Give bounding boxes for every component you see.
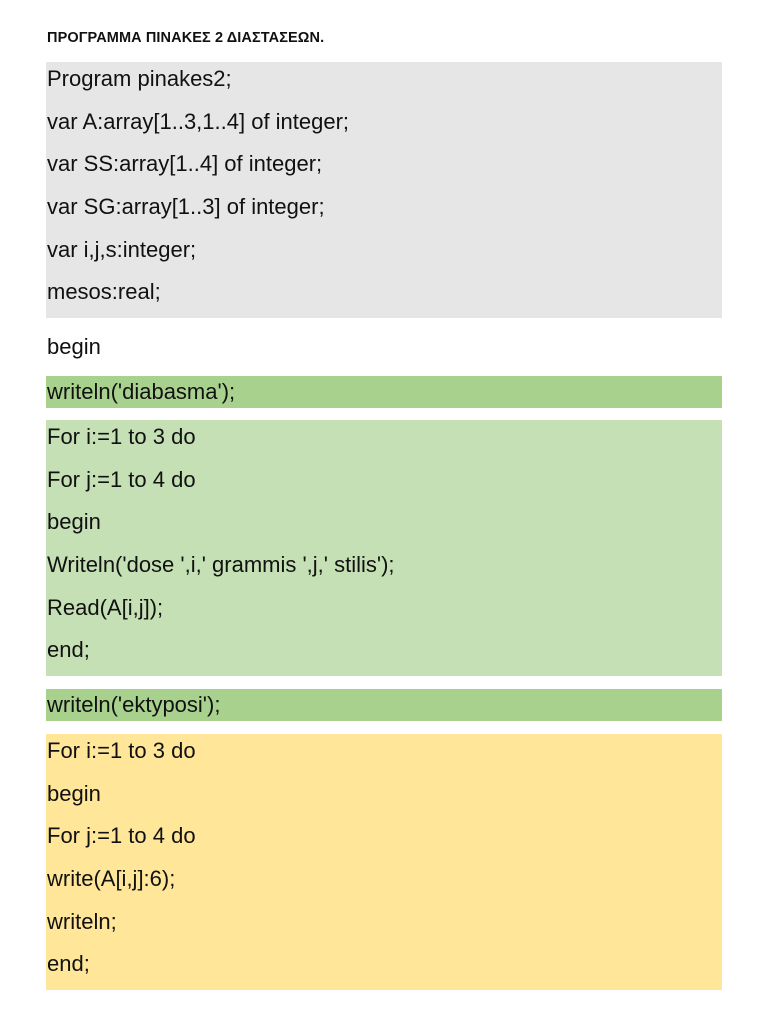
read-header-block: writeln('diabasma'); — [46, 376, 722, 408]
read-loop-block: For i:=1 to 3 do For j:=1 to 4 do begin … — [46, 420, 722, 676]
document-title: ΠΡΟΓΡΑΜΜΑ ΠΙΝΑΚΕΣ 2 ΔΙΑΣΤΑΣΕΩΝ. — [47, 30, 325, 46]
code-line: begin — [47, 509, 101, 535]
code-line: begin — [47, 780, 101, 806]
code-line: begin — [47, 334, 101, 359]
code-line: Program pinakes2; — [47, 66, 232, 91]
code-line: writeln; — [47, 908, 117, 934]
begin-block: begin — [46, 330, 722, 373]
code-line: For i:=1 to 3 do — [47, 424, 196, 449]
code-line: writeln('ektyposi'); — [47, 692, 221, 717]
print-header-block: writeln('ektyposi'); — [46, 689, 722, 721]
code-line: For j:=1 to 4 do — [47, 823, 196, 849]
code-line: mesos:real; — [47, 279, 161, 305]
declarations-block: Program pinakes2; var A:array[1..3,1..4]… — [46, 62, 722, 318]
code-line: For i:=1 to 3 do — [47, 738, 196, 763]
print-loop-block: For i:=1 to 3 do begin For j:=1 to 4 do … — [46, 734, 722, 990]
code-line: var SS:array[1..4] of integer; — [47, 151, 323, 177]
code-line: writeln('diabasma'); — [47, 379, 236, 404]
code-line: For j:=1 to 4 do — [47, 466, 196, 492]
code-line: end; — [47, 951, 90, 977]
code-line: write(A[i,j]:6); — [47, 865, 176, 891]
code-line: Writeln('dose ',i,' grammis ',j,' stilis… — [47, 551, 395, 577]
code-line: var A:array[1..3,1..4] of integer; — [47, 108, 350, 134]
code-line: end; — [47, 637, 90, 663]
code-line: var SG:array[1..3] of integer; — [47, 193, 325, 219]
code-line: Read(A[i,j]); — [47, 594, 164, 620]
code-line: var i,j,s:integer; — [47, 236, 197, 262]
